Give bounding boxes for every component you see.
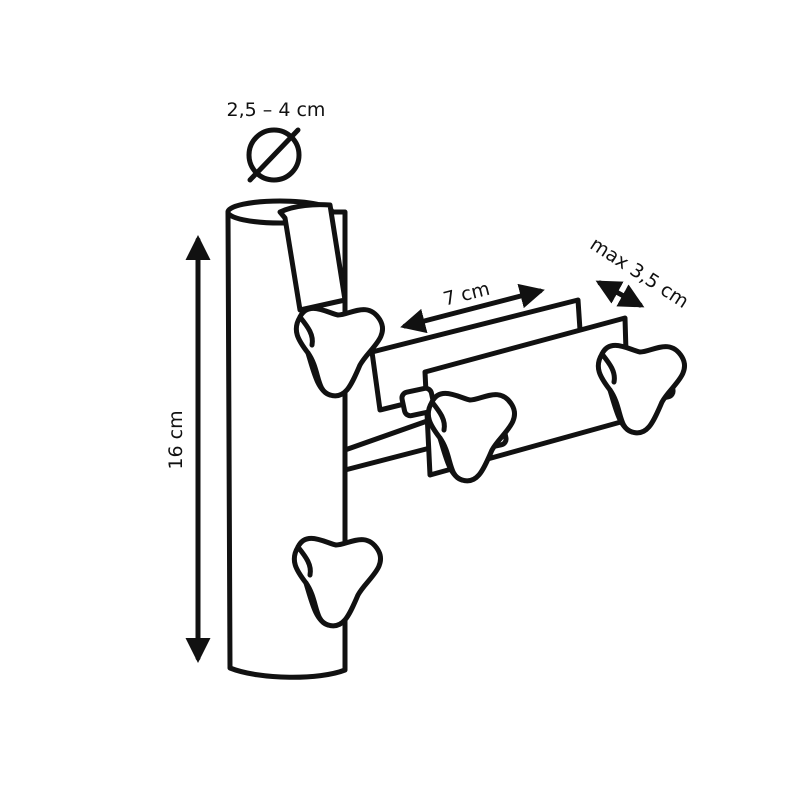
diameter-icon xyxy=(246,127,302,183)
clamp-width-arrow xyxy=(595,280,645,308)
height-label: 16 cm xyxy=(165,410,187,469)
arm-length-arrow xyxy=(400,283,545,334)
clamp-width-label: max 3,5 cm xyxy=(586,233,692,313)
diameter-label: 2,5 – 4 cm xyxy=(227,99,326,121)
